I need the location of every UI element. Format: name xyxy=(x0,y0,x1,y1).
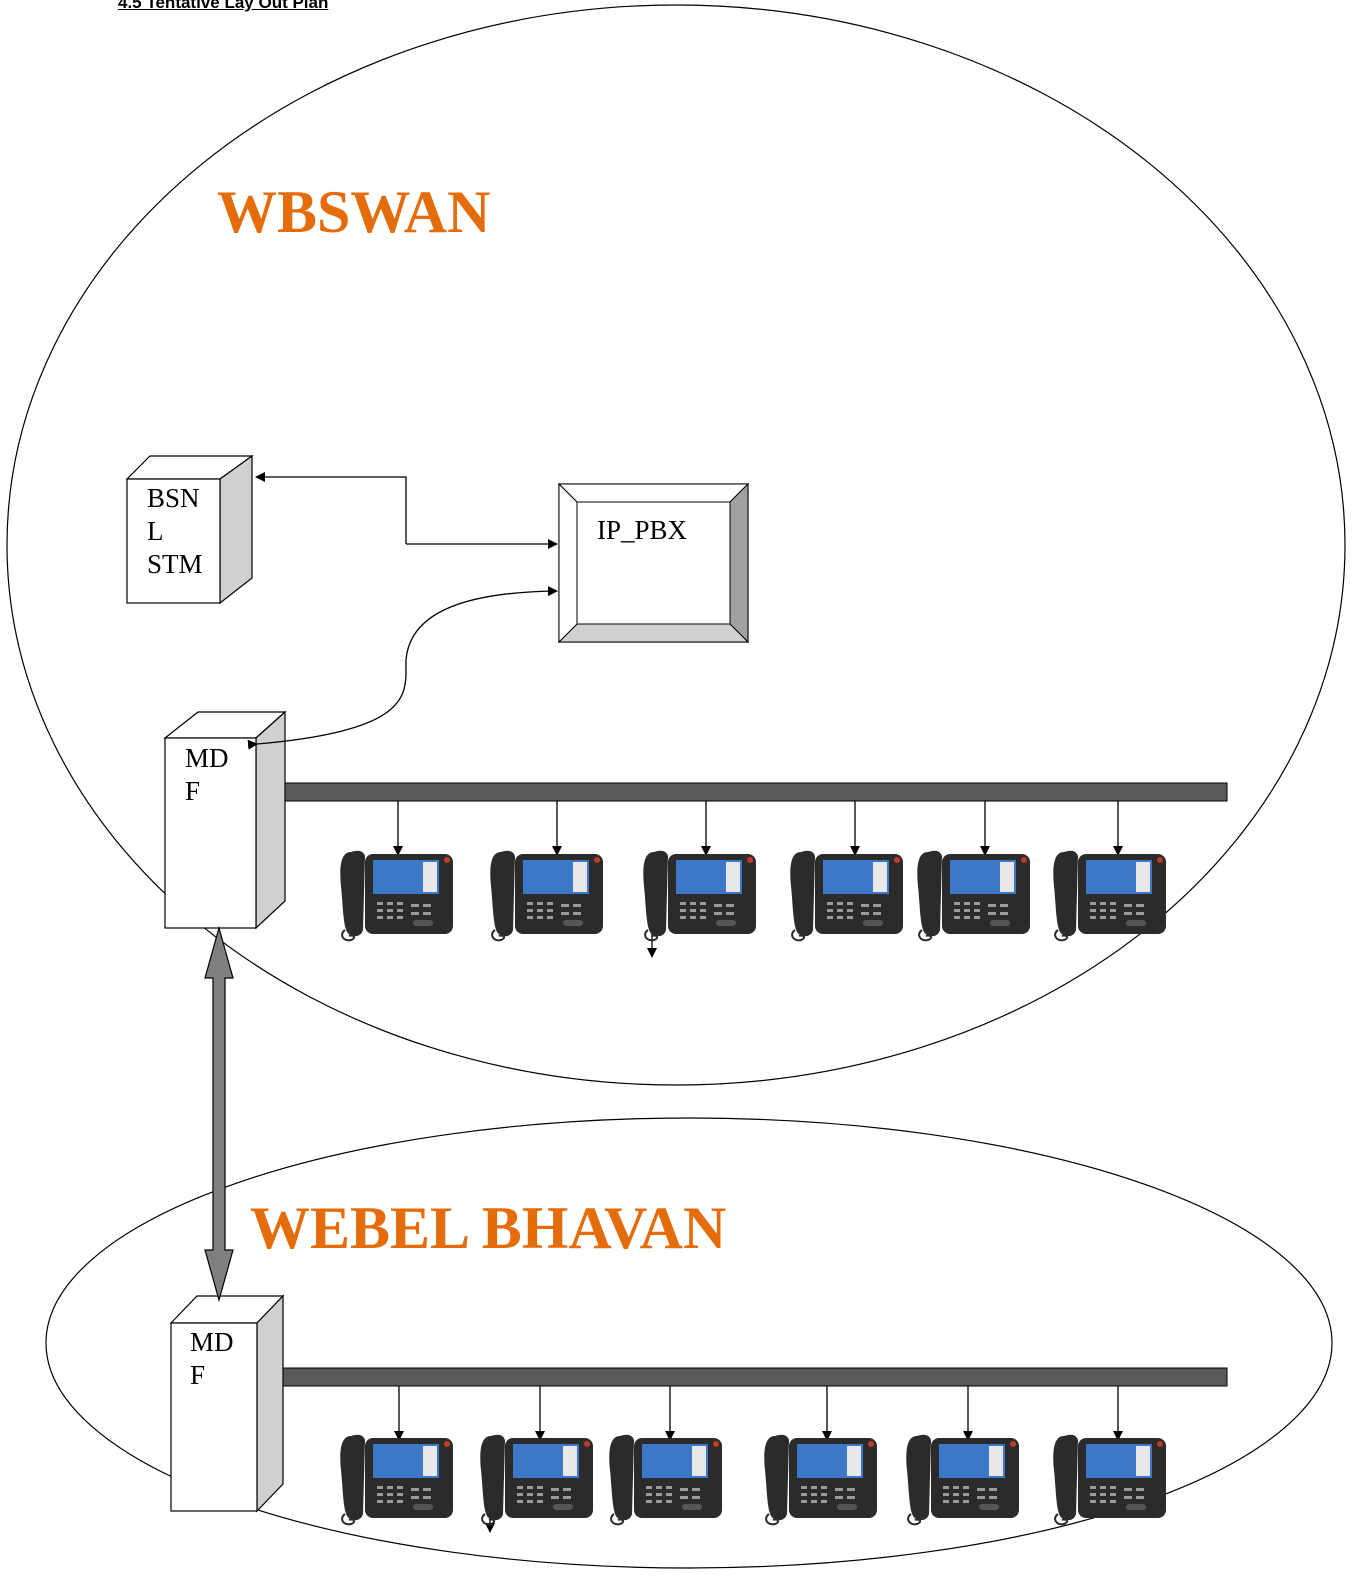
ip-phone-icon xyxy=(903,1430,1021,1528)
inter-building-link-arrow xyxy=(204,925,234,1303)
ip-phone-icon xyxy=(761,1430,879,1528)
section-heading: 4.5 Tentative Lay Out Plan xyxy=(118,0,329,12)
ip-pbx-box xyxy=(557,482,750,644)
ip-pbx-label: IP_PBX xyxy=(597,515,688,545)
mdf-label-line: F xyxy=(185,776,201,806)
bsnl-label-line: L xyxy=(147,516,164,546)
ip-phone-icon xyxy=(787,846,905,944)
ip-phone-icon xyxy=(640,846,758,944)
mdf-upper-label: MD F xyxy=(185,742,245,808)
mdf-lower-box xyxy=(169,1294,285,1513)
mdf-label-line: MD xyxy=(185,743,229,773)
ip-phone-icon xyxy=(914,846,1032,944)
ip-phone-icon xyxy=(1050,846,1168,944)
ip-phone-icon xyxy=(606,1430,724,1528)
webel-bhavan-zone-ellipse xyxy=(45,1117,1333,1569)
mdf-label-line: F xyxy=(190,1360,206,1390)
bsnl-stm-box xyxy=(125,454,254,605)
bsnl-ippbx-connector xyxy=(255,472,407,544)
mdf-ippbx-curve-connector xyxy=(247,586,558,750)
wbswan-zone-title: WBSWAN xyxy=(217,179,491,245)
bsnl-label-line: STM xyxy=(147,549,203,579)
ip-phone-icon xyxy=(1050,1430,1168,1528)
lower-bus-bar xyxy=(282,1367,1228,1387)
bsnl-label-line: BSN xyxy=(147,483,200,513)
mdf-label-line: MD xyxy=(190,1327,234,1357)
webel-bhavan-zone-title: WEBEL BHAVAN xyxy=(250,1195,727,1261)
bsnl-stm-label: BSN L STM xyxy=(147,482,219,581)
wbswan-zone-ellipse xyxy=(6,4,1346,1086)
ip-phone-icon xyxy=(337,846,455,944)
ip-phone-icon xyxy=(487,846,605,944)
mdf-lower-label: MD F xyxy=(190,1326,250,1392)
ip-phone-icon xyxy=(477,1430,595,1528)
mdf-upper-box xyxy=(163,710,287,930)
upper-bus-bar xyxy=(284,782,1228,802)
ip-phone-icon xyxy=(337,1430,455,1528)
